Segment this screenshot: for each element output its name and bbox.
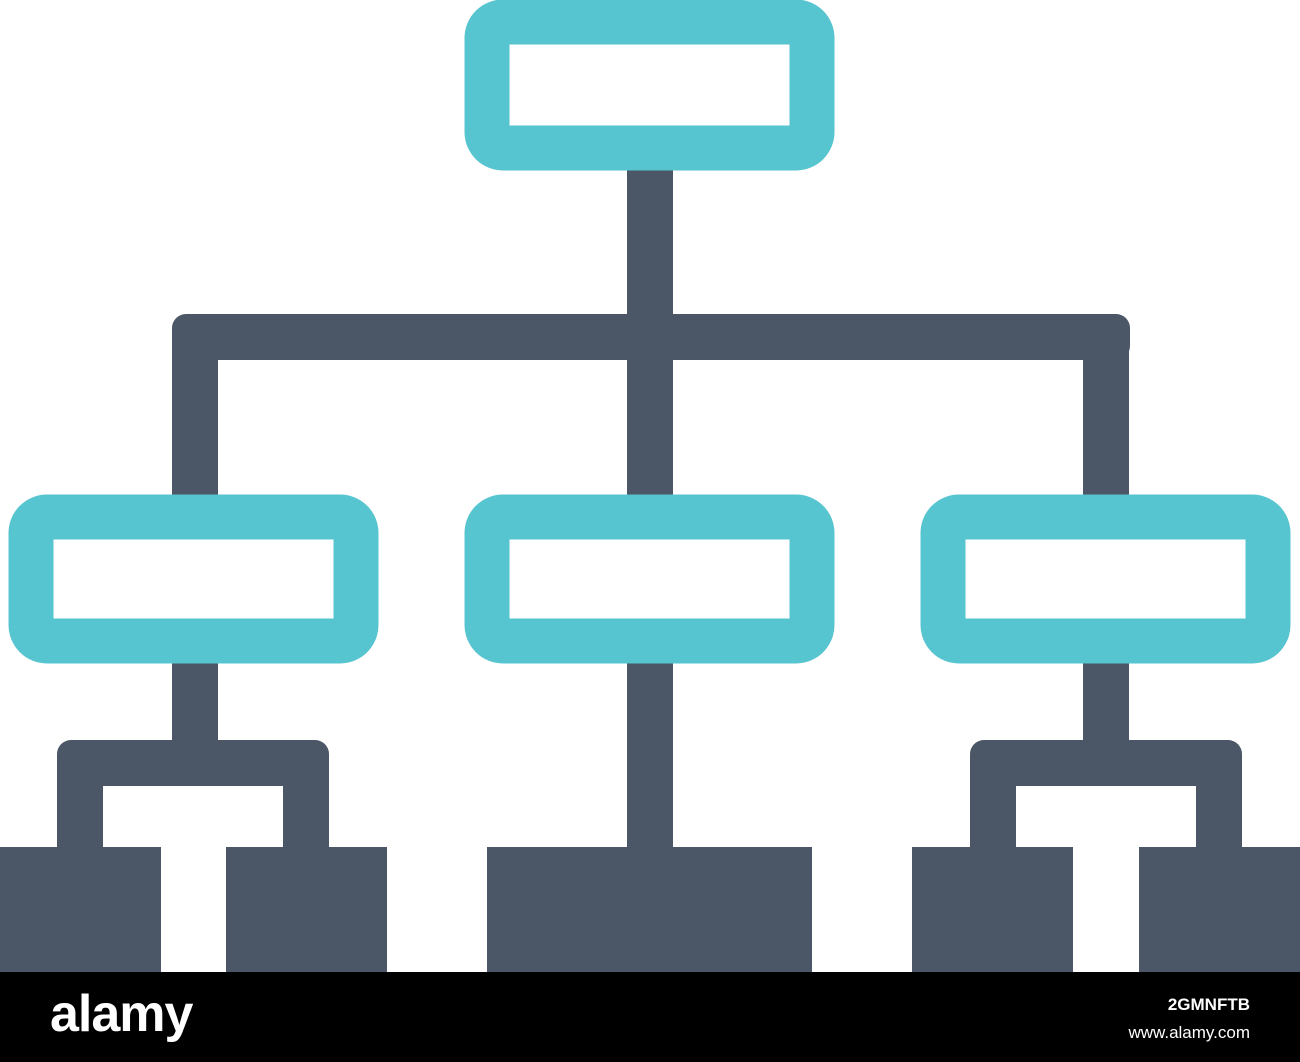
left-subtree-leg-a — [57, 760, 103, 852]
center-subtree-stem — [627, 660, 673, 852]
left-subtree-leg-b — [283, 760, 329, 852]
connector-lines — [57, 168, 1242, 852]
hierarchy-boxes — [8, 0, 1291, 664]
website-url: www.alamy.com — [1128, 1023, 1250, 1042]
right-subtree-leg-b — [1196, 760, 1242, 852]
leaf-nodes — [0, 847, 1300, 972]
root-trunk-line — [627, 168, 673, 328]
leaf-node-3 — [487, 847, 812, 972]
root-node-box — [464, 0, 835, 171]
child-node-box-left — [8, 494, 379, 664]
leaf-node-2 — [226, 847, 387, 972]
hierarchy-diagram-icon — [0, 0, 1300, 972]
right-drop-line — [1083, 330, 1129, 500]
leaf-node-5 — [1139, 847, 1300, 972]
leaf-node-1 — [0, 847, 161, 972]
center-drop-line — [627, 330, 673, 500]
image-id-label: 2GMNFTB — [1167, 995, 1250, 1014]
child-node-box-right — [920, 494, 1291, 664]
right-subtree-leg-a — [970, 760, 1016, 852]
alamy-logo: alamy — [50, 985, 193, 1043]
leaf-node-4 — [912, 847, 1073, 972]
right-subtree-bar — [970, 740, 1242, 786]
watermark-footer: alamy 2GMNFTB www.alamy.com — [0, 972, 1300, 1062]
left-subtree-bar — [57, 740, 329, 786]
child-node-box-center — [464, 494, 835, 664]
left-drop-line — [172, 330, 218, 500]
